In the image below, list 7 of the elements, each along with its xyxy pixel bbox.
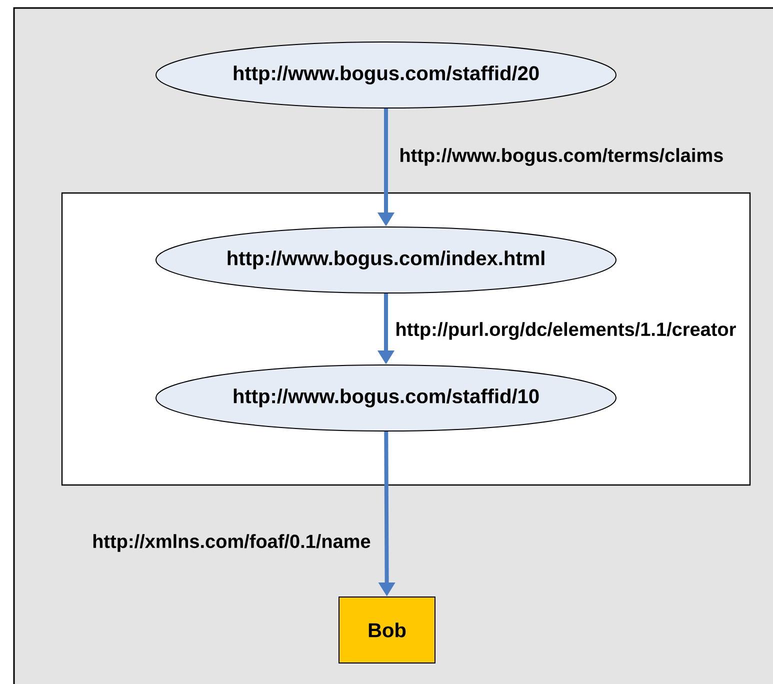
edge-label: http://www.bogus.com/terms/claims	[400, 148, 723, 166]
ellipse-node: http://www.bogus.com/staffid/20	[156, 42, 616, 108]
literal-box: Bob	[338, 596, 436, 664]
edge-label: http://xmlns.com/foaf/0.1/name	[93, 534, 370, 552]
ellipse-node: http://www.bogus.com/index.html	[156, 226, 616, 294]
ellipse-node: http://www.bogus.com/staffid/10	[156, 364, 616, 432]
edge-label: http://purl.org/dc/elements/1.1/creator	[396, 322, 736, 340]
